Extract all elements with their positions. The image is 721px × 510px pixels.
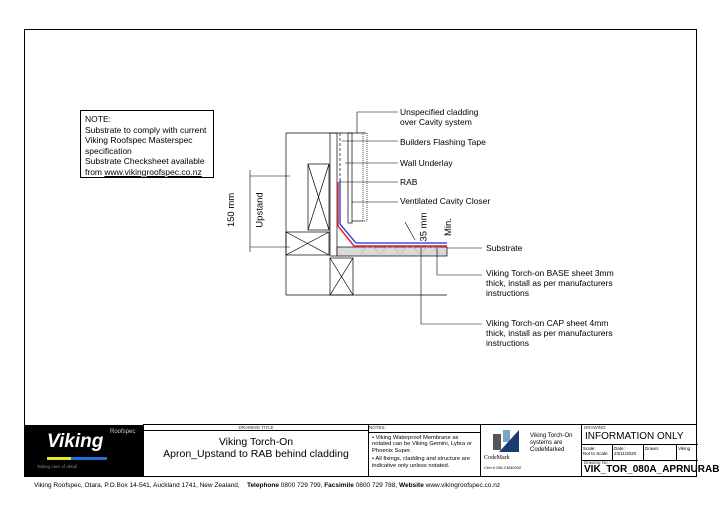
- note-box: NOTE: Substrate to comply with current V…: [80, 110, 214, 178]
- dimension-35: 35 mm: [418, 212, 430, 242]
- note-heading: NOTE:: [85, 114, 111, 124]
- note-line: Substrate Checksheet available from: [85, 156, 205, 177]
- codemark-icon: [493, 430, 519, 452]
- dimension-150: 150 mm: [226, 192, 238, 228]
- label-flashing-tape: Builders Flashing Tape: [400, 137, 486, 147]
- base-sheet: [337, 182, 447, 247]
- cladding: [362, 132, 368, 222]
- drawing-subtitle: Apron_Upstand to RAB behind cladding: [163, 448, 349, 460]
- codemark-section: CodeMark Cert # GM-CM30092 Viking Torch-…: [480, 424, 581, 477]
- website-link[interactable]: www.vikingroofspec.co.nz: [104, 166, 202, 177]
- label-rab: RAB: [400, 177, 418, 187]
- drawing-info: DRAWING INFORMATION ONLY Scale:Not to Sc…: [581, 424, 720, 477]
- drawing-frame: [24, 29, 697, 477]
- label-cladding: Unspecified cladding over Cavity system: [400, 107, 479, 127]
- drawing-title: Viking Torch-On: [218, 436, 294, 448]
- cap-sheet: [339, 180, 447, 244]
- insulation: [359, 245, 441, 257]
- title-section: DRAWING TITLE Viking Torch-On Apron_Upst…: [143, 424, 368, 477]
- blocking: [307, 163, 330, 231]
- footer: Viking Roofspec, Otara, P.O.Box 14-541, …: [34, 482, 501, 489]
- bottom-plate: [285, 231, 330, 256]
- drawing-number: VIK_TOR_080A_APRNURAB: [584, 464, 720, 475]
- cavity-batten: [347, 132, 353, 224]
- note-line: Substrate to comply with current Viking …: [85, 124, 207, 156]
- leader-lines: [249, 111, 482, 325]
- status-text: INFORMATION ONLY: [585, 431, 684, 442]
- label-base-sheet: Viking Torch-on BASE sheet 3mm thick, in…: [486, 268, 614, 298]
- notes-section: NOTES: • Viking Waterproof Membrane as n…: [368, 424, 480, 477]
- label-wall-underlay: Wall Underlay: [400, 158, 453, 168]
- label-upstand: Upstand: [254, 192, 266, 228]
- viking-logo: Roofspec Viking Taking care of detail: [25, 425, 143, 477]
- wall-sheathing: [329, 132, 338, 257]
- label-cavity-closer: Ventilated Cavity Closer: [400, 196, 491, 206]
- label-substrate: Substrate: [486, 243, 523, 253]
- label-cap-sheet: Viking Torch-on CAP sheet 4mm thick, ins…: [486, 318, 613, 348]
- substrate: [336, 246, 448, 257]
- label-min: Min.: [442, 218, 454, 236]
